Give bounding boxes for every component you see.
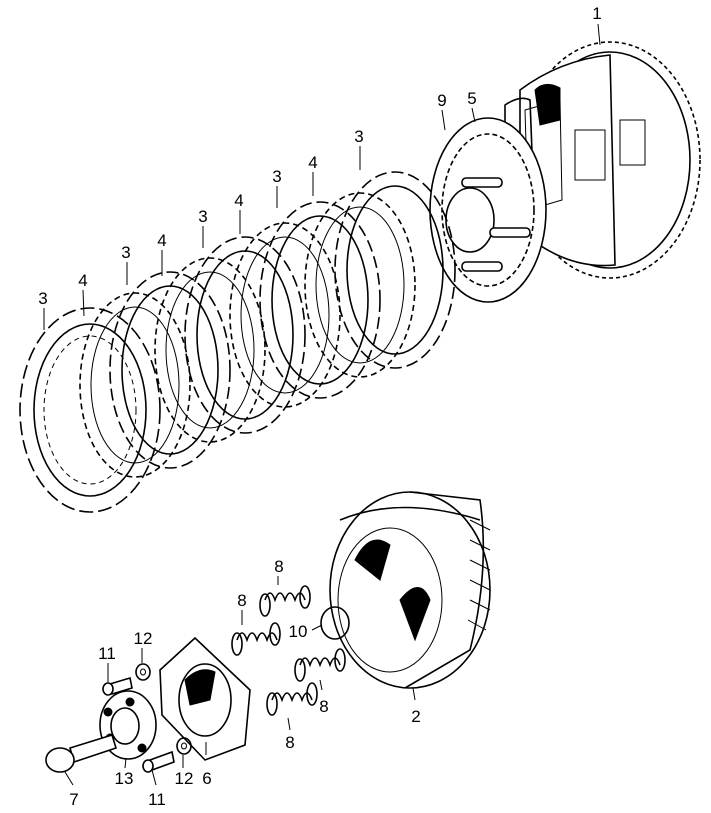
lifter-rod xyxy=(45,733,117,773)
clutch-spring xyxy=(231,622,281,656)
friction-disc xyxy=(334,171,456,369)
callout-4: 4 xyxy=(308,153,317,172)
clutch-center xyxy=(329,491,491,689)
callout-12: 12 xyxy=(175,769,194,788)
callout-8: 8 xyxy=(274,557,283,576)
plain-disc xyxy=(154,257,266,443)
callout-labels: 1 2 3 3 3 3 3 4 4 4 4 5 6 7 8 8 8 8 9 10… xyxy=(38,4,601,809)
callout-4: 4 xyxy=(234,191,243,210)
washer xyxy=(176,737,192,755)
plain-disc xyxy=(304,192,416,378)
friction-disc xyxy=(184,236,306,434)
callout-8: 8 xyxy=(237,591,246,610)
washer xyxy=(135,663,151,681)
friction-disc xyxy=(19,307,161,513)
callout-3: 3 xyxy=(121,243,130,262)
callout-6: 6 xyxy=(202,769,211,788)
clutch-spring xyxy=(259,585,311,617)
friction-disc xyxy=(109,271,231,469)
callout-1: 1 xyxy=(592,4,601,23)
callout-8: 8 xyxy=(285,733,294,752)
callout-3: 3 xyxy=(38,289,47,308)
plain-disc xyxy=(229,222,341,408)
bolt xyxy=(142,750,175,773)
clutch-spring xyxy=(266,682,318,716)
callout-4: 4 xyxy=(157,231,166,250)
clutch-spring xyxy=(294,648,346,682)
callout-7: 7 xyxy=(69,790,78,809)
callout-8: 8 xyxy=(319,697,328,716)
callout-11: 11 xyxy=(98,644,116,663)
callout-9: 9 xyxy=(437,91,446,110)
callout-3: 3 xyxy=(198,207,207,226)
friction-disc xyxy=(259,201,381,399)
callout-11: 11 xyxy=(148,790,166,809)
callout-10: 10 xyxy=(289,622,308,641)
callout-4: 4 xyxy=(78,271,87,290)
lifter-plate xyxy=(159,636,251,761)
bolt xyxy=(102,676,133,696)
callout-12: 12 xyxy=(134,629,153,648)
callout-3: 3 xyxy=(354,127,363,146)
callout-5: 5 xyxy=(467,89,476,108)
snap-ring xyxy=(320,606,350,640)
callout-13: 13 xyxy=(115,769,134,788)
callout-3: 3 xyxy=(272,167,281,186)
clutch-plate-stack xyxy=(19,171,456,513)
clutch-center-flange xyxy=(429,117,547,303)
plain-disc xyxy=(79,292,191,478)
leader-lines xyxy=(43,23,601,786)
callout-2: 2 xyxy=(411,707,420,726)
